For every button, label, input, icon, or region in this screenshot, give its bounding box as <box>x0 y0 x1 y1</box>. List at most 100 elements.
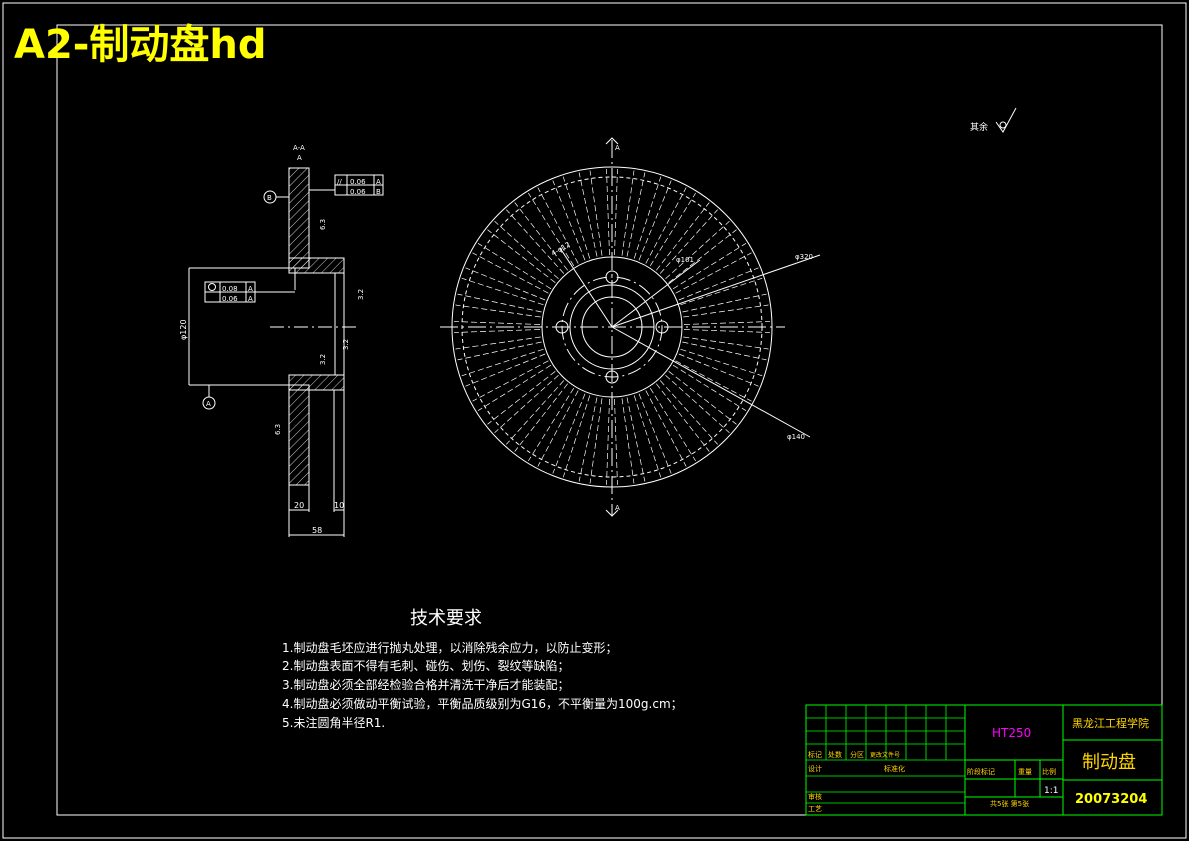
vane-line <box>683 336 769 350</box>
hub-section-upper <box>288 257 345 274</box>
tol1-datum1: A <box>376 178 381 186</box>
vane-line <box>472 252 549 294</box>
tol2-datum1: A <box>248 285 253 293</box>
tol1-datum2: B <box>376 188 381 196</box>
vane-line <box>477 243 552 290</box>
tb-mark-label: 标记 <box>808 750 822 759</box>
surface-finish-note: 其余 <box>970 107 1017 133</box>
school-label: 黑龙江工程学院 <box>1072 716 1149 730</box>
requirement-1: 1.制动盘毛坯应进行抛丸处理，以消除残余应力，以防止变形； <box>282 640 617 655</box>
inner-border <box>56 24 1163 816</box>
dia-120-label: φ120 <box>179 319 188 340</box>
vane-line <box>645 390 687 467</box>
tb-ratio-label: 比例 <box>1042 767 1056 776</box>
leader-phi101 <box>611 259 701 328</box>
vane-line <box>638 180 672 261</box>
tb-standardize-label: 标准化 <box>884 764 905 773</box>
vane-line <box>659 209 718 274</box>
technical-requirements: 技术要求 1.制动盘毛坯应进行抛丸处理，以消除残余应力，以防止变形； 2.制动盘… <box>282 608 683 730</box>
tol1-value1: 0.06 <box>350 178 366 186</box>
vane-line <box>672 243 747 290</box>
vane-line <box>472 360 549 402</box>
vane-line <box>668 371 737 425</box>
vane-line <box>633 395 662 478</box>
roughness-1: 6.3 <box>319 219 327 230</box>
vane-line <box>678 353 759 387</box>
vane-line <box>477 364 552 411</box>
vane-line <box>683 304 769 318</box>
leader-phi320 <box>611 254 821 328</box>
vane-line <box>659 380 718 445</box>
section-mark-top: A <box>615 144 620 152</box>
section-arrow-top-icon <box>605 137 619 145</box>
vane-line <box>614 398 618 485</box>
tb-sheets-label: 共5张 第5张 <box>990 799 1029 808</box>
dia-320-label: φ320 <box>795 253 813 261</box>
vane-line <box>656 383 710 452</box>
vane-line <box>487 371 556 425</box>
tol1-symbol: // <box>337 178 342 186</box>
vane-line <box>621 398 635 484</box>
vane-line <box>672 364 747 411</box>
roughness-circle-icon <box>999 121 1007 129</box>
vane-line <box>454 321 541 325</box>
vane-line <box>514 383 568 452</box>
vane-line <box>680 277 763 306</box>
roughness-5: 3.2 <box>342 339 350 350</box>
vane-line <box>614 169 618 256</box>
tb-weight-label: 重量 <box>1018 768 1032 776</box>
vane-line <box>455 304 541 318</box>
section-view: A-A A φ120 // 0.06 A 0.06 B <box>179 144 384 537</box>
tb-count-label: 处数 <box>828 750 842 759</box>
vane-line <box>656 202 710 271</box>
section-marker: A <box>297 154 302 162</box>
vane-line <box>645 187 687 264</box>
vane-line <box>528 387 575 462</box>
front-view: A A 4-φ12 φ101 φ320 φ140 <box>440 137 821 517</box>
vane-line <box>638 393 672 474</box>
vane-line <box>683 321 770 325</box>
roughness-2: 6.3 <box>274 424 282 435</box>
vane-line <box>487 229 556 283</box>
roughness-symbol-icon <box>995 107 1017 133</box>
tol2-datum2: A <box>248 295 253 303</box>
tb-zone-label: 分区 <box>850 750 864 759</box>
tb-stage-label: 阶段标记 <box>967 767 995 776</box>
dim-20-label: 20 <box>294 501 304 510</box>
requirement-3: 3.制动盘必须全部经检验合格并清洗干净后才能装配； <box>282 677 569 692</box>
drawing-title: A2-制动盘hd <box>14 22 267 68</box>
leader-phi140 <box>611 326 811 438</box>
vane-line <box>506 380 565 445</box>
vane-line <box>461 348 544 377</box>
vane-line <box>665 374 730 433</box>
dia-101-label: φ101 <box>676 256 694 264</box>
cooling-vanes <box>454 169 770 485</box>
vane-line <box>552 393 586 474</box>
part-name-label: 制动盘 <box>1082 752 1136 773</box>
vane-line <box>682 341 767 361</box>
roughness-3: 3.2 <box>357 289 365 300</box>
revision-grid <box>805 704 966 816</box>
datum-b-label: B <box>267 194 272 202</box>
section-mark-bottom: A <box>615 504 620 512</box>
vane-line <box>506 209 565 274</box>
tolerance-frame-2: 0.08 A 0.06 A <box>204 281 295 303</box>
scale-value: 1:1 <box>1044 786 1058 796</box>
title-block: HT250 黑龙江工程学院 制动盘 20073204 1:1 标记 处数 分区 … <box>805 704 1163 816</box>
tolerance-frame-1: // 0.06 A 0.06 B <box>309 174 384 196</box>
vane-line <box>606 169 610 256</box>
vane-line <box>465 353 546 387</box>
drawing-number: 20073204 <box>1075 792 1147 807</box>
vane-line <box>683 329 770 333</box>
holes-label: 4-φ12 <box>550 241 572 258</box>
disc-section-lower <box>288 384 310 486</box>
tb-design-label: 设计 <box>808 764 822 773</box>
requirement-2: 2.制动盘表面不得有毛刺、碰伤、划伤、裂纹等缺陷； <box>282 658 569 673</box>
vane-line <box>649 192 696 267</box>
vane-line <box>514 202 568 271</box>
dim-58-label: 58 <box>312 526 322 535</box>
vane-line <box>665 221 730 280</box>
leader-4-phi12 <box>559 247 613 328</box>
